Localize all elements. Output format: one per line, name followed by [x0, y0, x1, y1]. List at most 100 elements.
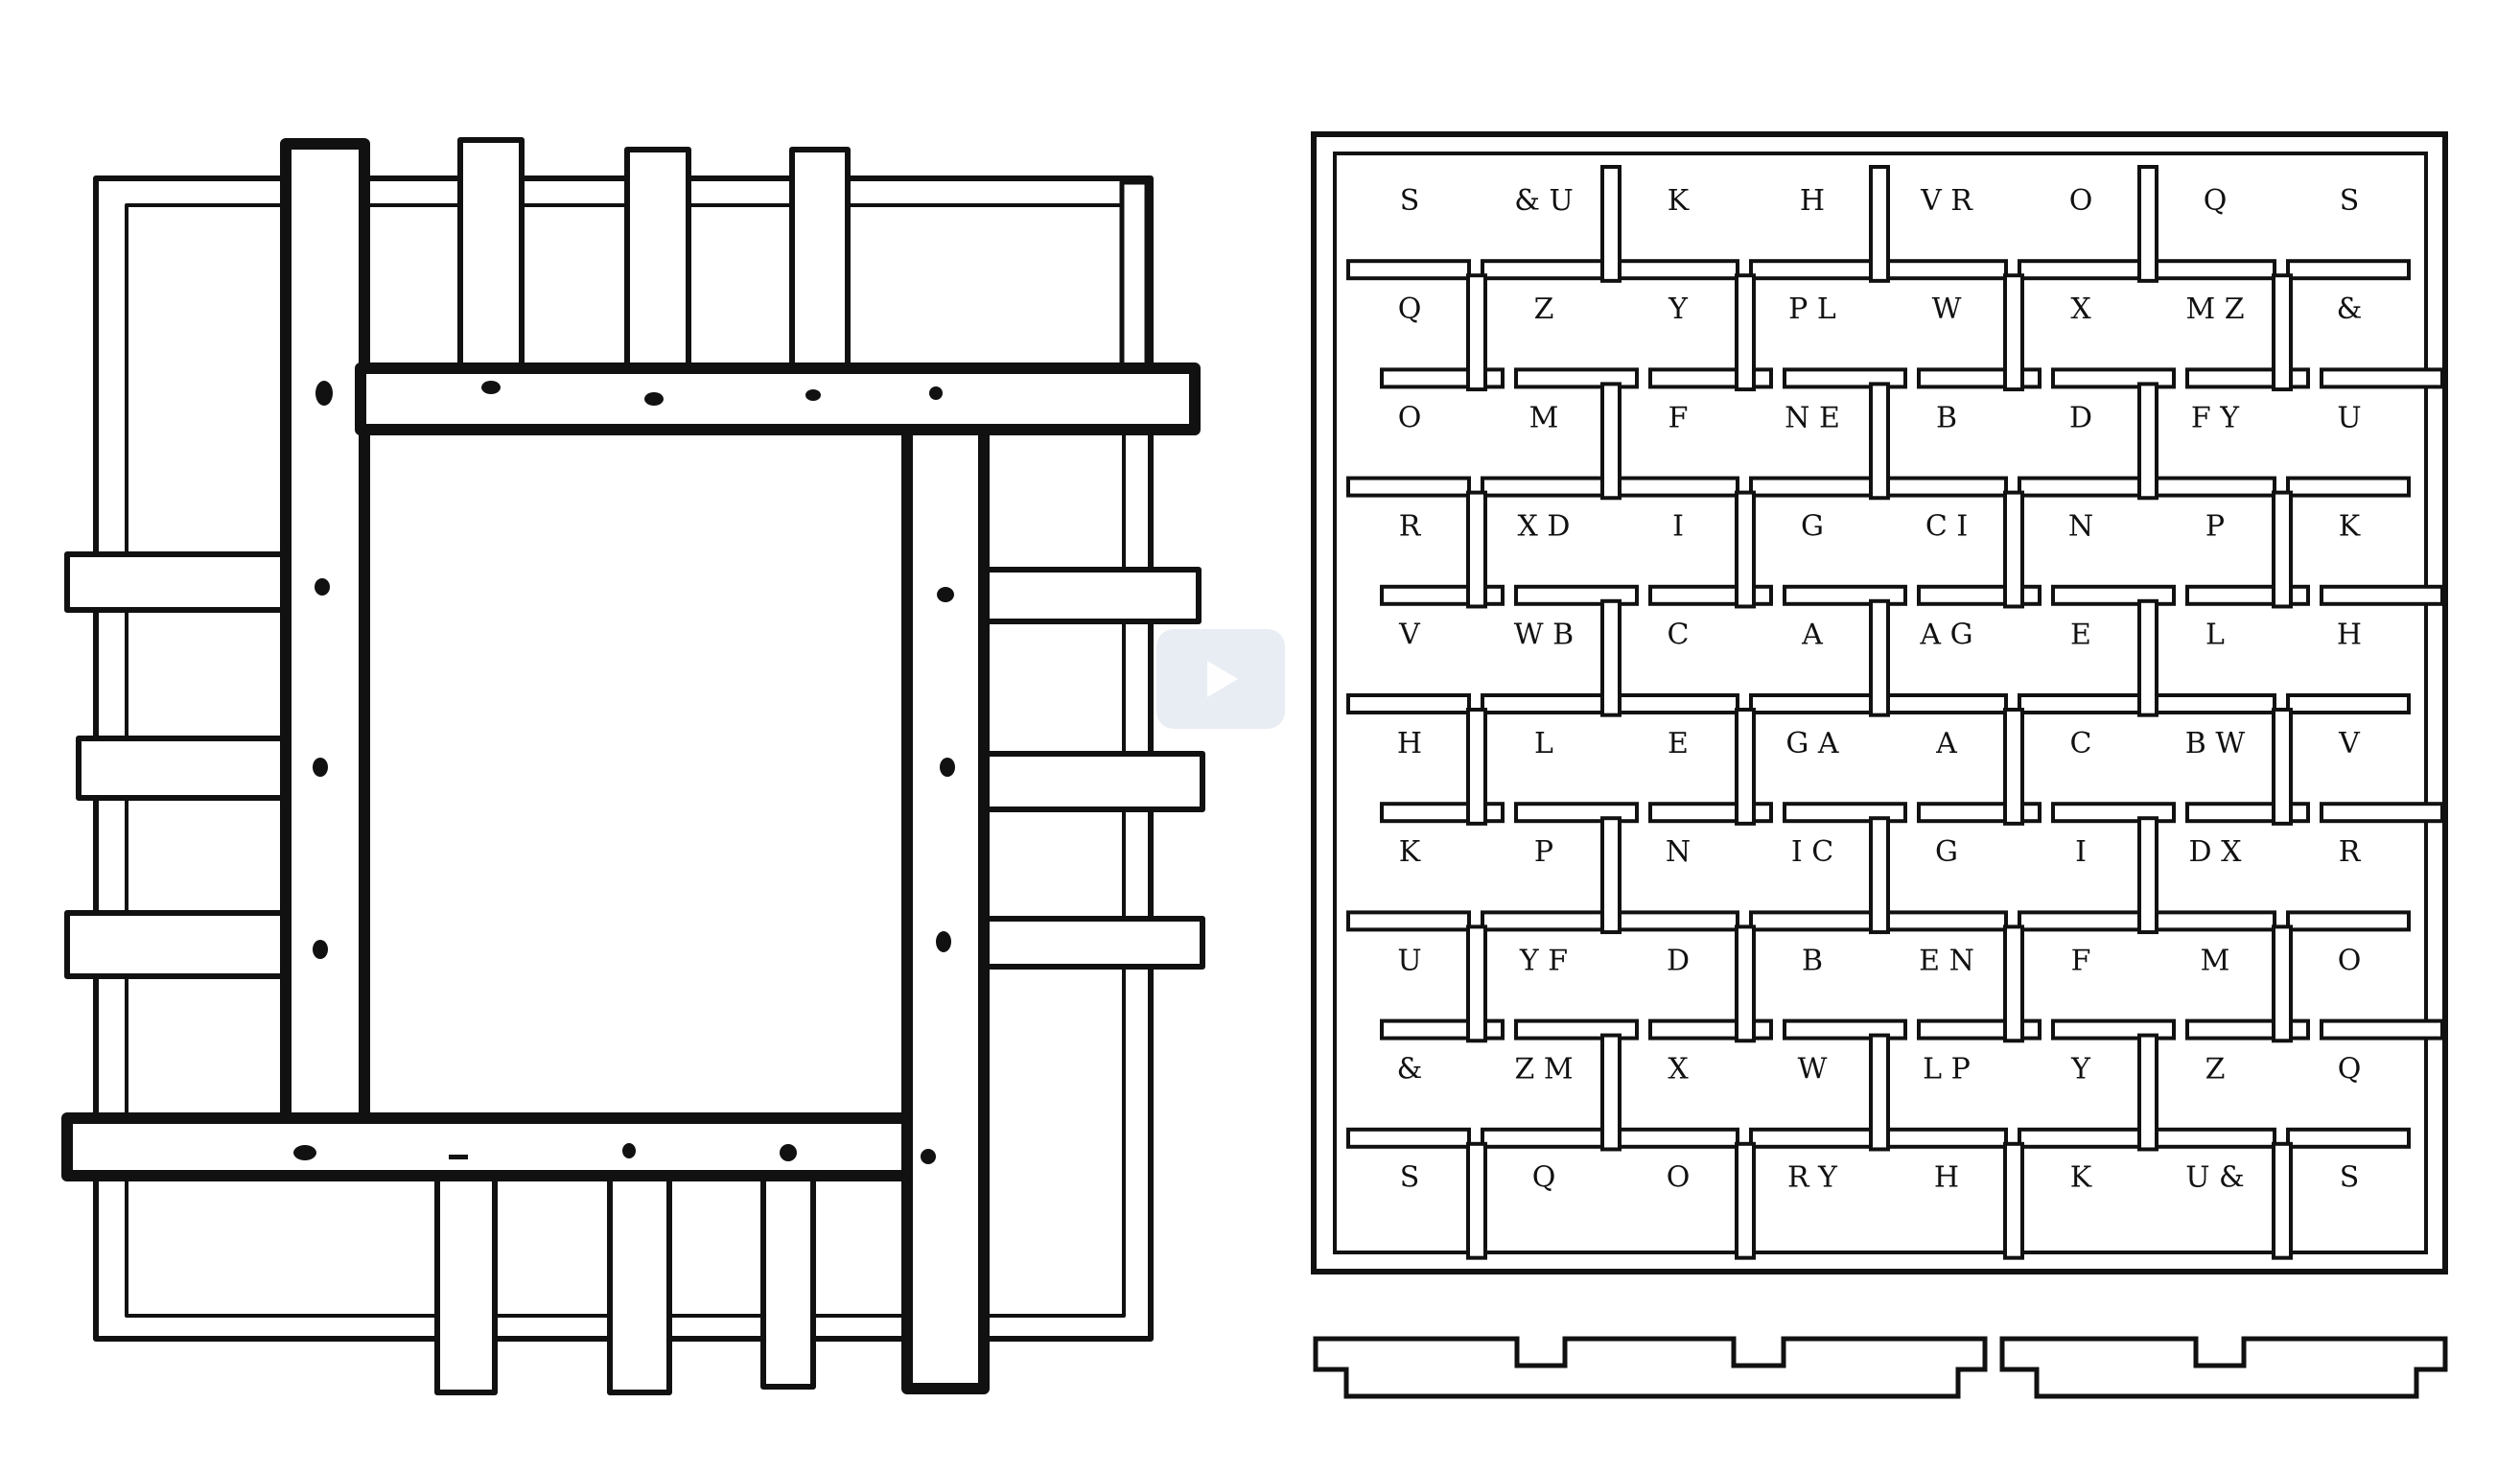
lattice-letter: V R: [1920, 184, 1973, 218]
lattice-vertical-slat: [2139, 167, 2157, 281]
lattice-vertical-slat: [1602, 384, 1620, 498]
lattice-letter: C: [1668, 619, 1690, 652]
lattice-letter: L: [1534, 727, 1553, 760]
lattice-letter: K: [2070, 1161, 2092, 1195]
lattice-letter: L: [2205, 619, 2225, 652]
lattice-letter: F Y: [2191, 401, 2240, 434]
slat-top-3: [792, 150, 848, 370]
lattice-horizontal-slat: [1348, 1130, 1469, 1147]
lattice-letter: A: [1935, 727, 1957, 760]
lattice-horizontal-slat: [2322, 1021, 2442, 1039]
lattice-vertical-slat: [1468, 710, 1485, 824]
lattice-letter: X D: [1518, 510, 1571, 544]
lattice-letter: I: [1672, 510, 1684, 544]
lattice-letter: R: [1399, 510, 1422, 544]
lattice-vertical-slat: [1871, 818, 1888, 932]
lattice-letter: A G: [1919, 619, 1972, 652]
lattice-horizontal-slat: [2322, 804, 2442, 821]
lattice-letter: H: [2337, 619, 2362, 652]
lattice-letter: P: [1534, 835, 1553, 869]
lattice-letter: D: [2069, 401, 2092, 434]
lattice-horizontal-slat: [1751, 479, 1872, 496]
lattice-letter: K: [1668, 184, 1690, 218]
lattice-horizontal-slat: [1617, 479, 1738, 496]
lattice-horizontal-slat: [2019, 695, 2140, 713]
lattice-letter: &: [1397, 1053, 1423, 1087]
lattice-horizontal-slat: [1885, 261, 2006, 278]
lattice-letter: Q: [2204, 184, 2228, 218]
lattice-letter: W: [1798, 1053, 1828, 1087]
lattice-vertical-slat: [1602, 818, 1620, 932]
lattice-vertical-slat: [1468, 493, 1485, 607]
lattice-letter: X: [1668, 1053, 1689, 1087]
lattice-horizontal-slat: [2019, 479, 2140, 496]
lattice-letter: G: [1801, 510, 1824, 544]
lattice-letter: E: [1668, 727, 1689, 760]
lattice-letter: R Y: [1787, 1161, 1838, 1195]
base-profile-right: [2002, 1339, 2445, 1396]
lattice-horizontal-slat: [1482, 261, 1603, 278]
lattice-horizontal-slat: [2019, 1130, 2140, 1147]
lattice-letter: N E: [1785, 401, 1840, 434]
play-button[interactable]: [1156, 629, 1285, 729]
lattice-horizontal-slat: [1617, 912, 1738, 929]
lattice-vertical-slat: [1602, 167, 1620, 281]
lattice-horizontal-slat: [2288, 695, 2409, 713]
lattice-letter: H: [1397, 727, 1422, 760]
lattice-letter: M Z: [2185, 292, 2244, 326]
slat-bottom-1: [437, 1170, 495, 1392]
lattice-horizontal-slat: [1348, 695, 1469, 713]
lattice-letter: Q: [1532, 1161, 1556, 1195]
lattice-letter: L P: [1923, 1053, 1971, 1087]
lattice-letter: Z M: [1514, 1053, 1573, 1087]
lattice-horizontal-slat: [2288, 261, 2409, 278]
lattice-vertical-slat: [1602, 1036, 1620, 1150]
lattice-letter: Y: [2070, 1053, 2091, 1087]
slat-top-2: [627, 150, 688, 370]
lattice-vertical-slat: [2274, 710, 2291, 824]
lattice-horizontal-slat: [2019, 261, 2140, 278]
slat-right-1: [968, 570, 1199, 621]
lattice-vertical-slat: [2005, 275, 2022, 389]
lattice-horizontal-slat: [2288, 1130, 2409, 1147]
slat-right-3: [968, 919, 1202, 967]
beam-right-vertical: [907, 430, 984, 1389]
lattice-vertical-slat: [1737, 926, 1754, 1040]
slat-top-4: [1122, 182, 1147, 374]
lattice-vertical-slat: [1468, 926, 1485, 1040]
lattice-letter: S: [2340, 184, 2360, 218]
lattice-letter: O: [2338, 944, 2362, 977]
lattice-letter: U &: [2185, 1161, 2245, 1195]
right-lattice-figure: S& UKHV ROQSQZYP LWXM Z&OMFN EBDF YURX D…: [1314, 134, 2445, 1396]
lattice-letter: C: [2070, 727, 2092, 760]
lattice-horizontal-slat: [1482, 1130, 1603, 1147]
lattice-letter: G A: [1785, 727, 1839, 760]
lattice-horizontal-slat: [2154, 261, 2275, 278]
lattice-letter: W: [1932, 292, 1962, 326]
lattice-letter: D: [1667, 944, 1690, 977]
lattice-vertical-slat: [1468, 275, 1485, 389]
lattice-letter: V: [1398, 619, 1421, 652]
lattice-letter: P: [2205, 510, 2225, 544]
nail-marks: [293, 381, 955, 1164]
lattice-letter: O: [2069, 184, 2093, 218]
lattice-horizontal-slat: [2154, 695, 2275, 713]
lattice-vertical-slat: [1871, 1036, 1888, 1150]
play-triangle-icon: [1207, 661, 1238, 697]
lattice-vertical-slat: [1737, 1144, 1754, 1258]
lattice-vertical-slat: [1871, 384, 1888, 498]
lattice-horizontal-slat: [1348, 261, 1469, 278]
lattice-letter: O: [1667, 1161, 1691, 1195]
lattice-letter: M: [1529, 401, 1559, 434]
lattice-letter: &: [2337, 292, 2363, 326]
lattice-letter: X: [2070, 292, 2091, 326]
lattice-vertical-slat: [2139, 384, 2157, 498]
lattice-horizontal-slat: [1751, 912, 1872, 929]
lattice-letter: S: [1400, 1161, 1420, 1195]
lattice-letter: A: [1801, 619, 1823, 652]
base-profile-left: [1316, 1339, 1985, 1396]
lattice-letter: E N: [1919, 944, 1974, 977]
lattice-horizontal-slat: [1885, 912, 2006, 929]
lattice-horizontal-slat: [1482, 479, 1603, 496]
